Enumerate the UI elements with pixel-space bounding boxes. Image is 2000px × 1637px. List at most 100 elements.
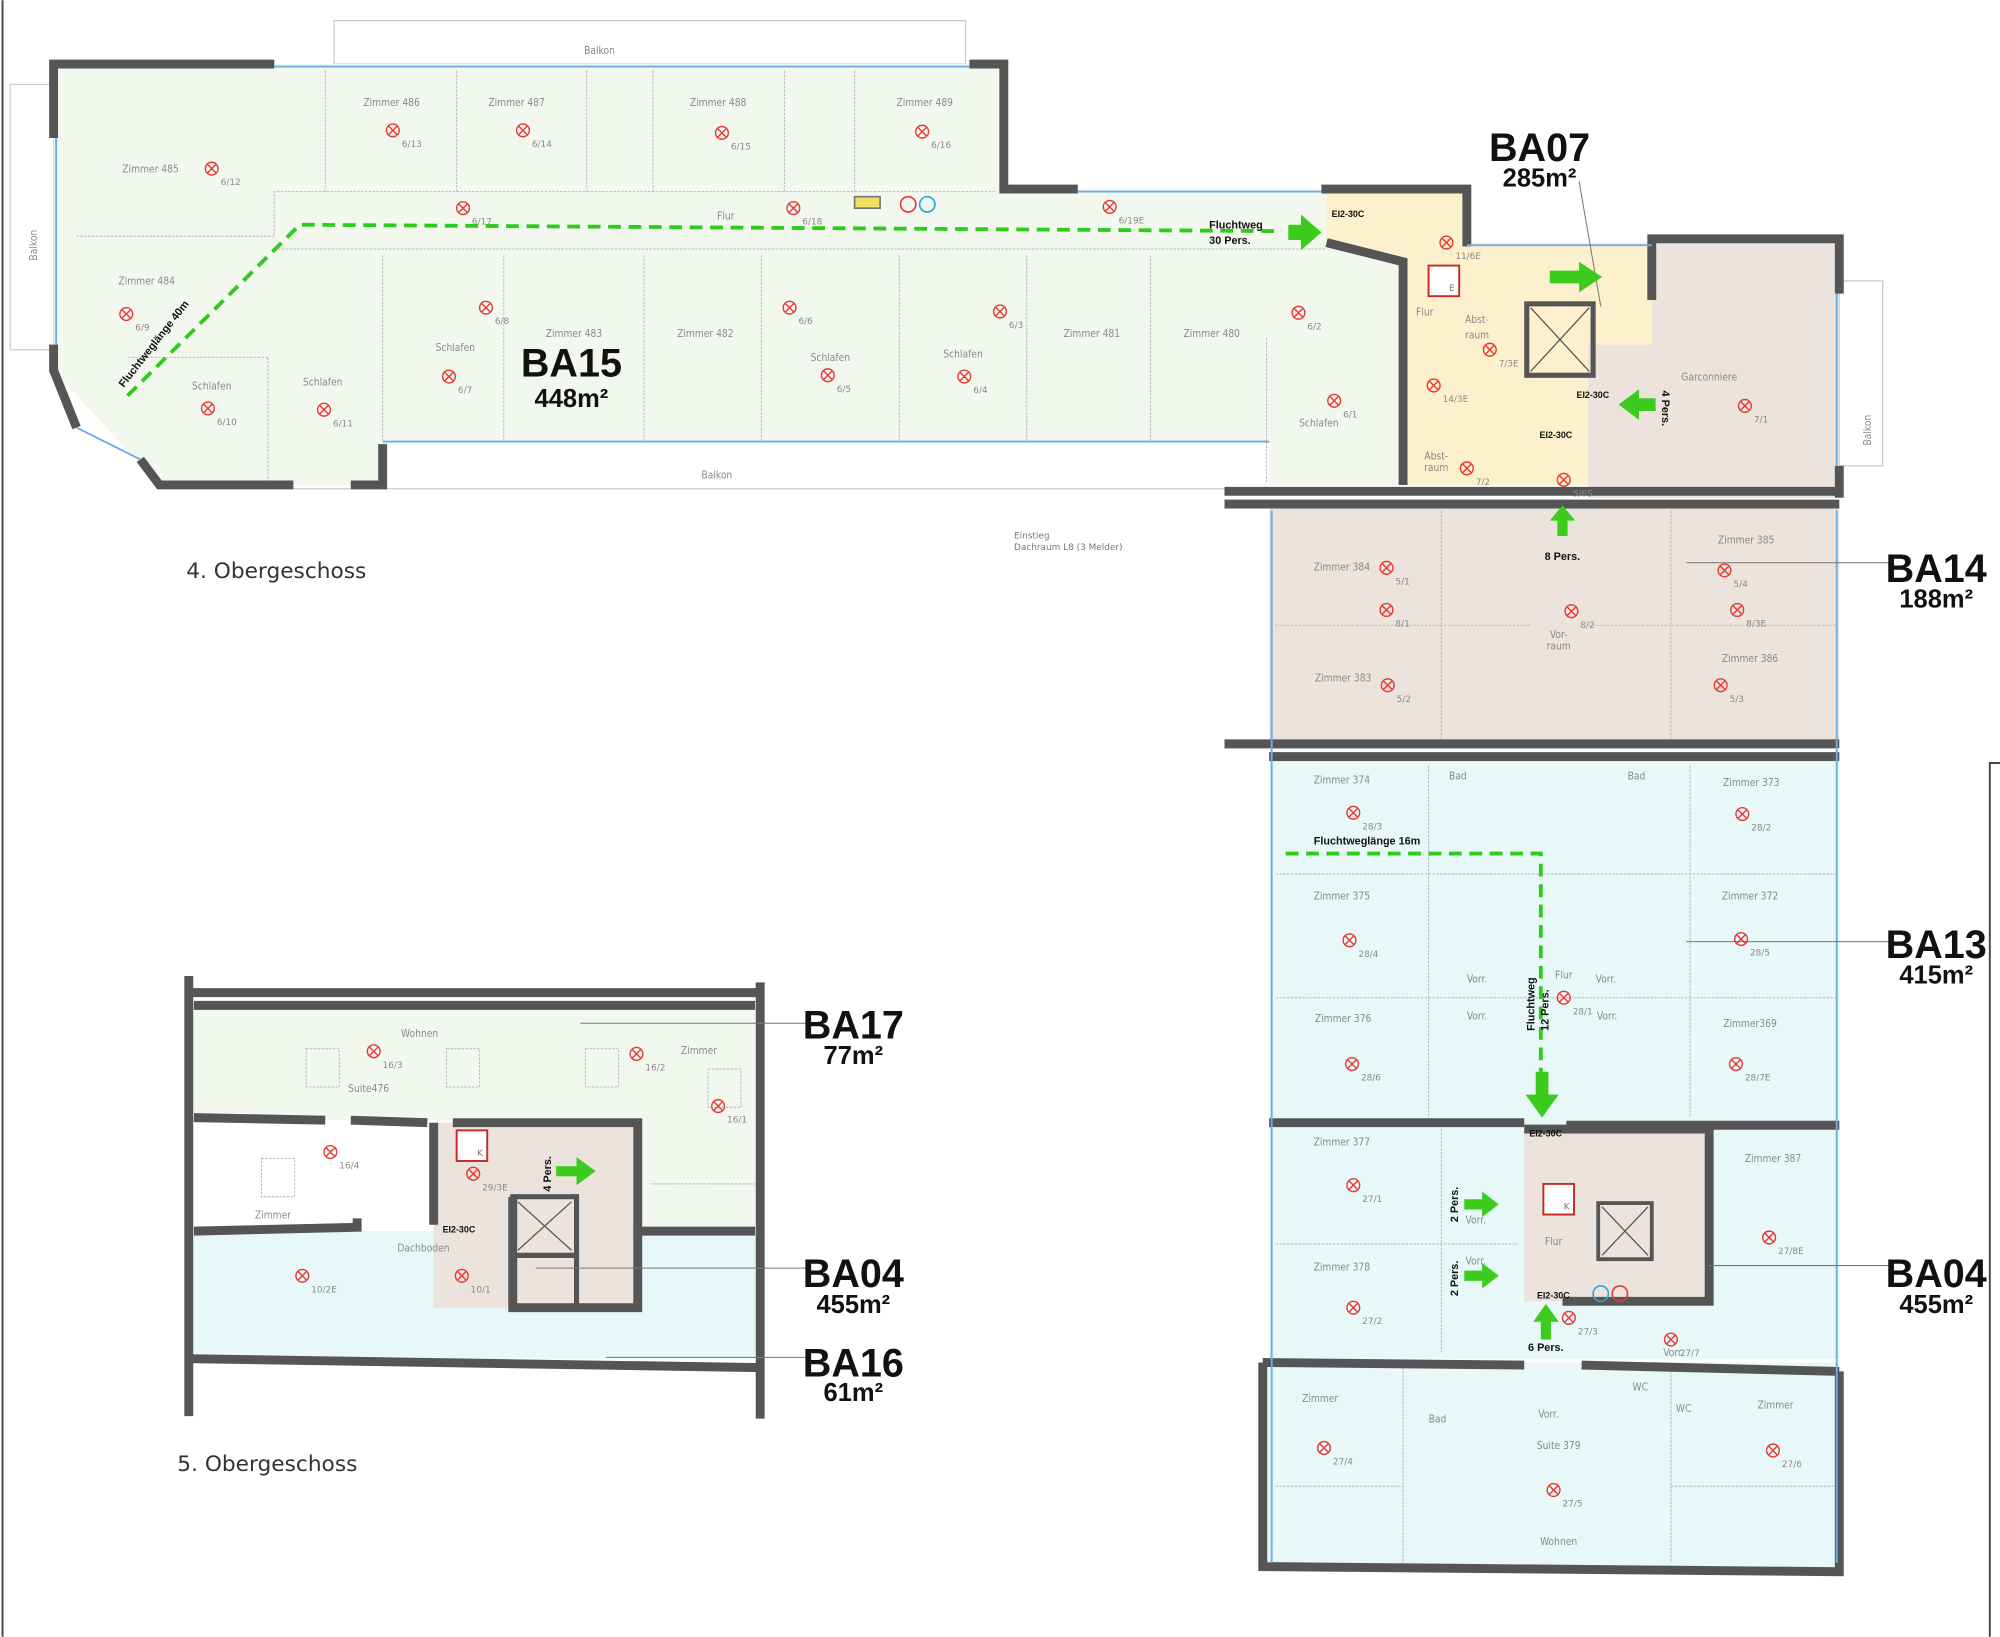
escape-arrow	[1618, 389, 1656, 420]
detector-label: 16/2	[645, 1063, 665, 1073]
smoke-detector-icon	[992, 304, 1008, 319]
detector-label: 27/3	[1578, 1327, 1598, 1337]
detector-label: 6/7	[458, 386, 472, 396]
zone-ba13	[1269, 761, 1840, 1123]
stair-code: K	[1564, 1202, 1571, 1212]
leader-lines	[535, 181, 1891, 1358]
area-id-label: BA13	[1886, 923, 1987, 967]
stair-sign-icon	[455, 264, 1575, 1216]
smoke-detector-icon	[1713, 678, 1728, 693]
smoke-detector-icon	[1316, 1440, 1332, 1456]
escape-arrow	[1533, 1303, 1559, 1340]
escape-arrow	[1549, 261, 1603, 293]
room-label: raum	[1424, 463, 1448, 474]
room-label: Zimmer 487	[488, 98, 545, 109]
room-label: Vorr.	[1538, 1409, 1558, 1420]
room-label: Vorr.	[1467, 974, 1487, 985]
detector-label: 7/1	[1754, 415, 1768, 425]
room-label: Zimmer 387	[1745, 1154, 1802, 1165]
smoke-detector-icon	[711, 1099, 726, 1114]
detector-label: 8/3E	[1746, 620, 1766, 630]
room-label: Vorr.	[1467, 1011, 1487, 1022]
smoke-detector-icon	[1346, 805, 1361, 820]
room-label: Bad	[1429, 1414, 1447, 1425]
room-label: Zimmer 376	[1315, 1014, 1372, 1025]
smoke-detector-icon	[1379, 602, 1394, 618]
detector-label: 10/1	[471, 1285, 491, 1295]
detector-label: 6/19E	[1119, 216, 1145, 226]
escape-route-label: 8 Pers.	[1545, 551, 1581, 563]
area-id-label: BA15	[521, 342, 622, 386]
room-label: Zimmer	[1302, 1394, 1338, 1405]
room-label: Schlafen	[943, 349, 983, 360]
detector-label: 28/2	[1751, 824, 1771, 834]
escape-arrow	[1525, 1071, 1559, 1118]
room-label: Zimmer 374	[1314, 775, 1371, 786]
door-rating-label: EI2-30C	[1537, 1291, 1570, 1301]
room-label: Balkon	[29, 230, 40, 261]
door-rating-label: EI2-30C	[1529, 1129, 1562, 1139]
area-id-label: BA04	[1886, 1252, 1987, 1296]
room-label: Zimmer	[1757, 1400, 1793, 1411]
room-label: Zimmer 375	[1314, 891, 1371, 902]
smoke-detector-icon	[1737, 398, 1752, 413]
smoke-detector-icon	[1765, 1443, 1781, 1458]
detector-label: 6/18	[802, 218, 822, 228]
stair-code: E	[1449, 284, 1455, 294]
room-label: Zimmer 384	[1314, 562, 1371, 573]
floor-title: 5. Obergeschoss	[177, 1452, 357, 1477]
area-size-label: 455m²	[1899, 1291, 1973, 1319]
smoke-detector-icon	[915, 124, 930, 139]
detector-label: 6/5	[837, 385, 851, 395]
room-label: Dachboden	[397, 1244, 449, 1255]
detector-label: 27/1	[1362, 1195, 1382, 1205]
smoke-detector-icon	[466, 1166, 481, 1181]
room-label: Schlafen	[192, 381, 232, 392]
fire-equipment-icons	[853, 195, 1629, 1303]
smoke-detector-icon	[1342, 933, 1357, 948]
room-label: Suite 379	[1537, 1441, 1581, 1452]
balcony-outline	[333, 20, 967, 65]
smoke-detector-icon	[295, 1268, 310, 1283]
smoke-detector-icon	[366, 1044, 381, 1059]
detector-label: 6/6	[798, 317, 813, 327]
smoke-detector-icon	[441, 369, 457, 384]
room-label: Flur	[1545, 1237, 1563, 1248]
detector-label: 27/4	[1333, 1458, 1353, 1468]
detector-label: 6/10	[217, 418, 237, 428]
room-label: Flur	[717, 212, 735, 223]
detector-label: 10/2E	[311, 1285, 337, 1295]
detector-label: 6/17	[472, 218, 492, 228]
room-label: Balkon	[1863, 415, 1874, 446]
room-label: Vorr.	[1663, 1348, 1683, 1359]
smoke-detector-icon	[1564, 604, 1579, 619]
smoke-detector-icon	[1102, 199, 1117, 214]
smoke-detector-icon	[957, 369, 972, 384]
area-size-label: 415m²	[1899, 962, 1973, 990]
escape-route-label: Fluchtweglänge 16m	[1314, 836, 1421, 848]
smoke-detector-icon	[820, 368, 835, 383]
detector-label: 6/16	[931, 141, 951, 151]
detector-label: 6/2	[1307, 322, 1321, 332]
area-id-label: BA14	[1886, 547, 1987, 591]
room-label: Vorr.	[1466, 1215, 1486, 1226]
roof-access-note: Dachraum L8 (3 Melder)	[1014, 543, 1122, 553]
escape-route-label: 2 Pers.	[1449, 1261, 1461, 1297]
detector-label: 5/3	[1730, 695, 1744, 705]
detector-label: 6/13	[402, 140, 422, 150]
smoke-detector-icon	[1327, 393, 1342, 408]
area-size-label: 285m²	[1503, 164, 1577, 192]
detector-label: 29/3E	[482, 1183, 508, 1193]
roof-access-note: Einstieg	[1014, 532, 1050, 542]
escape-arrow	[1288, 214, 1322, 251]
detector-label: 16/4	[339, 1162, 359, 1172]
room-label: Zimmer 484	[118, 277, 175, 288]
area-size-label: 455m²	[816, 1291, 890, 1319]
escape-route-label: Fluchtweg	[1525, 977, 1537, 1031]
detector-label: 7/2	[1476, 478, 1490, 488]
room-label: Zimmer 483	[546, 329, 603, 340]
room-label: Wohnen	[401, 1029, 438, 1040]
smoke-detector-icon	[200, 401, 215, 416]
smoke-detector-icon	[323, 1144, 338, 1160]
room-label: Zimmer 481	[1064, 329, 1121, 340]
